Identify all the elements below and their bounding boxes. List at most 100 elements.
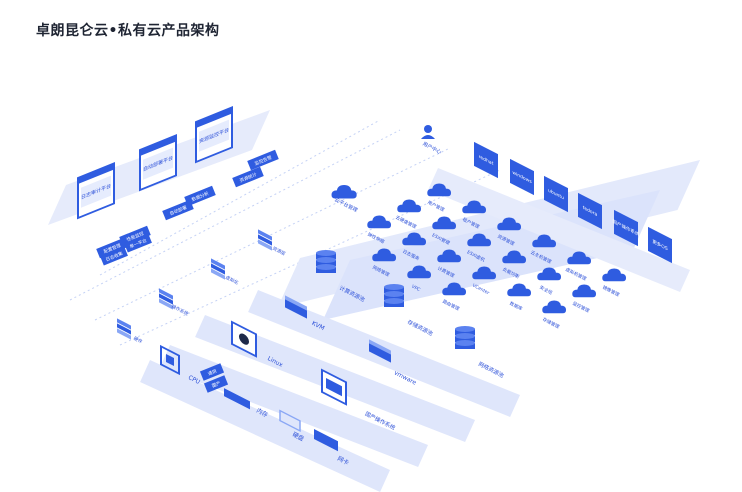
chip-tag-1-label: 国产 <box>211 379 222 389</box>
os-image-5: 更多OS <box>648 226 672 264</box>
os-image-3: fedora <box>578 192 602 230</box>
os-image-box <box>648 226 672 264</box>
level-icon-l2 <box>159 293 173 305</box>
service-cloud-9 <box>502 250 527 264</box>
level-icon-l2 <box>258 234 272 246</box>
pool-label-2: 网络资源池 <box>477 360 506 380</box>
level-icon-l2 <box>117 323 131 335</box>
monitor-0-bar <box>78 163 114 184</box>
virt-server-kvm-body <box>285 298 307 319</box>
connector-line <box>94 147 451 321</box>
service-cloud-3-shape <box>532 234 557 248</box>
os-image-box <box>614 209 638 247</box>
service-label-16: 数据库 <box>508 300 524 313</box>
service-cloud-0-shape <box>427 183 452 197</box>
os-linux-icon <box>231 320 257 358</box>
os-image-4: 国产操作系统 <box>613 209 640 247</box>
service-cloud-21-shape <box>442 282 467 296</box>
user-icon-body <box>421 135 435 139</box>
os-image-1: windows <box>510 158 534 196</box>
service-cloud-5-shape <box>602 268 627 282</box>
service-cloud-12-shape <box>367 215 392 229</box>
mgmt-tag-3: 自动部署 <box>162 199 194 221</box>
platform-hardware <box>140 360 390 492</box>
platform-os <box>160 345 428 467</box>
service-label-0: 用户管理 <box>426 199 446 214</box>
level-label-3: 硬件 <box>132 335 144 346</box>
service-cloud-10-shape <box>537 267 562 281</box>
service-cloud-4-shape <box>567 251 592 265</box>
pool-db-2-disk-top <box>455 340 475 346</box>
cloud-mgmt-label: 云平台管理 <box>333 196 358 214</box>
os-image-box <box>544 175 568 213</box>
level-icon-l2 <box>211 263 225 275</box>
service-cloud-21 <box>442 282 467 296</box>
service-cloud-9-shape <box>502 250 527 264</box>
service-cloud-7-shape <box>432 216 457 230</box>
pool-db-1-disk-top <box>384 284 404 290</box>
virt-server-kvm-top <box>285 295 307 311</box>
monitor-2-bar <box>196 107 232 128</box>
service-cloud-19-shape <box>372 248 397 262</box>
level-icon-l1 <box>159 288 173 300</box>
connector-line <box>69 129 401 301</box>
pool-db-0-disk-top <box>316 257 336 263</box>
pool-db-0-disk-top <box>316 264 336 270</box>
hw-label-cpu: CPU <box>187 374 201 386</box>
os-image-0: redhat <box>474 141 498 179</box>
os-domestic-screen <box>326 378 342 397</box>
level-icon-l3 <box>258 239 272 251</box>
user-center-label: 用户中心 <box>421 140 442 155</box>
virt-server-vmware <box>369 339 391 363</box>
level-icon-1 <box>211 258 225 280</box>
hw-disk-icon <box>279 409 301 432</box>
service-cloud-8 <box>467 233 492 247</box>
monitor-0-screen <box>81 175 111 208</box>
connector-line <box>99 119 381 276</box>
service-label-20: VPC <box>410 284 421 293</box>
pool-db-0 <box>316 250 336 273</box>
service-cloud-11 <box>572 284 597 298</box>
monitor-0: 日志审计平台 <box>77 162 115 220</box>
side-tag-1-bg <box>100 246 128 266</box>
service-cloud-16 <box>507 283 532 297</box>
cloud-mgmt-icon-shape <box>331 185 357 199</box>
monitor-2-screen <box>199 119 229 152</box>
service-cloud-12 <box>367 215 392 229</box>
service-label-21: 路由管理 <box>441 298 461 313</box>
chip-tag-1-bg <box>203 375 229 393</box>
hw-cpu-core <box>166 353 174 367</box>
pool-db-0-disk-top <box>316 250 336 256</box>
mgmt-tag-3-bg <box>162 199 194 221</box>
pool-label-1: 存储资源池 <box>406 318 435 338</box>
chip-tag-0-bg <box>199 363 225 381</box>
pool-db-2-disk-top <box>455 326 475 332</box>
virt-server-kvm <box>285 295 307 319</box>
pool-db-1 <box>384 284 404 307</box>
mgmt-tag-4-bg <box>119 225 151 247</box>
platform-layers <box>48 110 700 492</box>
service-cloud-3 <box>532 234 557 248</box>
level-icon-l3 <box>117 328 131 340</box>
level-icon-l3 <box>159 298 173 310</box>
service-label-15: VCenter <box>471 283 490 297</box>
service-cloud-17 <box>542 300 567 314</box>
level-icon-l3 <box>211 268 225 280</box>
level-icon-3 <box>117 318 131 340</box>
platform-os-images <box>428 168 690 292</box>
service-cloud-20 <box>407 265 432 279</box>
service-cloud-15-shape <box>472 266 497 280</box>
monitor-1: 自动部署平台 <box>139 134 177 192</box>
service-cloud-13-shape <box>402 232 427 246</box>
service-cloud-14 <box>437 249 462 263</box>
os-image-2: ubuntu <box>544 175 568 213</box>
os-linux-penguin <box>239 333 249 345</box>
level-icon-0 <box>258 229 272 251</box>
service-cloud-4 <box>567 251 592 265</box>
page-title: 卓朗昆仑云•私有云产品架构 <box>36 23 220 39</box>
mgmt-tag-0: 监控告警 <box>247 149 279 171</box>
service-cloud-0 <box>427 183 452 197</box>
pool-db-1-disk-top <box>384 291 404 297</box>
service-label-10: 安全组 <box>538 284 554 297</box>
hw-cpu-outer <box>160 344 180 376</box>
